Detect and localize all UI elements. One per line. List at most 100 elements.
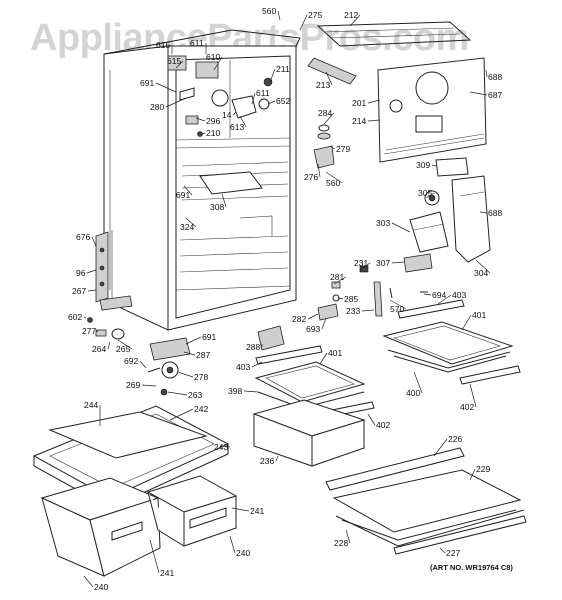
lower-hinge-parts [87,295,191,396]
callout-label: 228 [334,538,348,548]
callout-leader-line [425,192,435,199]
callout-label: 229 [476,464,490,474]
callout-label: 303 [376,218,390,228]
callout-leader-line [391,261,405,264]
callout-label: 226 [448,434,462,444]
callout-label: 402 [376,420,390,430]
glass-229 [332,469,522,533]
callout-label: 231 [354,258,368,268]
callout-label: 288 [246,342,260,352]
callout-leader-line [175,60,184,69]
callout-leader-line [232,111,237,116]
callout-leader-line [83,316,87,319]
callout-label: 281 [330,272,344,282]
callout-label: 210 [206,128,220,138]
callout-label: 264 [92,344,106,354]
callout-leader-line [155,82,177,93]
callout-label: 560 [262,6,276,16]
rail-227 [393,515,527,555]
callout-leader-line [345,529,351,544]
callout-leader-line [177,371,194,378]
screw-570 [389,287,393,299]
callout-leader-line [195,117,206,122]
callout-leader-line [333,276,347,285]
bracket-288 [257,325,285,351]
callout-label: 693 [306,324,320,334]
crisper-drawer-240-left [40,477,161,577]
callout-leader-line [361,309,375,312]
callout-leader-line [239,115,247,128]
callout-leader-line [165,97,187,108]
shelf-401-middle [254,361,366,403]
callout-label: 282 [292,314,306,324]
callout-leader-line [269,68,276,83]
callout-leader-line [169,408,194,421]
callout-leader-line [433,438,448,457]
callout-label: 279 [336,144,350,154]
callout-label: 307 [376,258,390,268]
rail-402-right [459,365,521,385]
control-parts [167,55,273,137]
callout-leader-line [389,299,407,310]
callout-leader-line [329,145,336,150]
rail-226 [325,447,465,491]
callout-leader-line [461,314,472,331]
callout-label: 652 [276,96,290,106]
callout-label: 278 [194,372,208,382]
callout-label: 285 [344,294,358,304]
callout-leader-line [185,336,202,345]
callout-label: 227 [446,548,460,558]
callout-label: 267 [72,286,86,296]
callout-label: 211 [276,64,290,74]
callout-label: 613 [230,122,244,132]
callout-label: 287 [196,350,210,360]
callout-label: 676 [76,232,90,242]
shelf-frame-212 [316,21,472,47]
rail-403-middle [255,345,323,365]
callout-leader-line [367,413,376,426]
callout-leader-line [167,391,188,396]
callout-leader-line [251,361,263,368]
callout-label: 236 [260,456,274,466]
callout-leader-line [319,352,328,365]
callout-leader-line [317,163,321,178]
callout-label: 213 [316,80,330,90]
bracket-282 [317,303,339,321]
callout-label: 214 [352,116,366,126]
callout-label: 304 [474,268,488,278]
callout-leader-line [231,507,250,512]
callout-leader-line [469,468,476,481]
knob-305 [424,190,440,206]
glass-242 [48,411,208,459]
callout-label: 244 [84,400,98,410]
refrigerator-cabinet [103,29,301,331]
callout-label: 276 [304,172,318,182]
callout-leader-line [95,330,99,333]
callout-leader-line [183,185,193,196]
callout-leader-line [117,339,133,350]
shelf-401-upper [382,321,514,365]
callout-label: 403 [452,290,466,300]
art-number-label: (ART NO. WR19764 C8) [430,563,513,572]
callout-label: 241 [160,568,174,578]
callout-leader-line [367,119,381,122]
callout-label: 305 [418,188,432,198]
callout-label: 96 [76,268,86,278]
pan-236 [252,399,366,467]
callout-label: 241 [250,506,264,516]
callout-leader-line [86,269,97,274]
callout-label: 691 [202,332,216,342]
callout-label: 324 [180,222,194,232]
callout-label: 275 [308,10,322,20]
rail-233 [373,281,383,317]
callout-label: 692 [124,356,138,366]
left-hinge-bracket [95,231,109,303]
callout-leader-line [469,91,488,96]
callout-leader-line [107,341,111,350]
callout-label: 280 [150,102,164,112]
frame-228 [335,509,525,547]
callout-label: 14 [222,110,232,120]
callout-label: 401 [472,310,486,320]
